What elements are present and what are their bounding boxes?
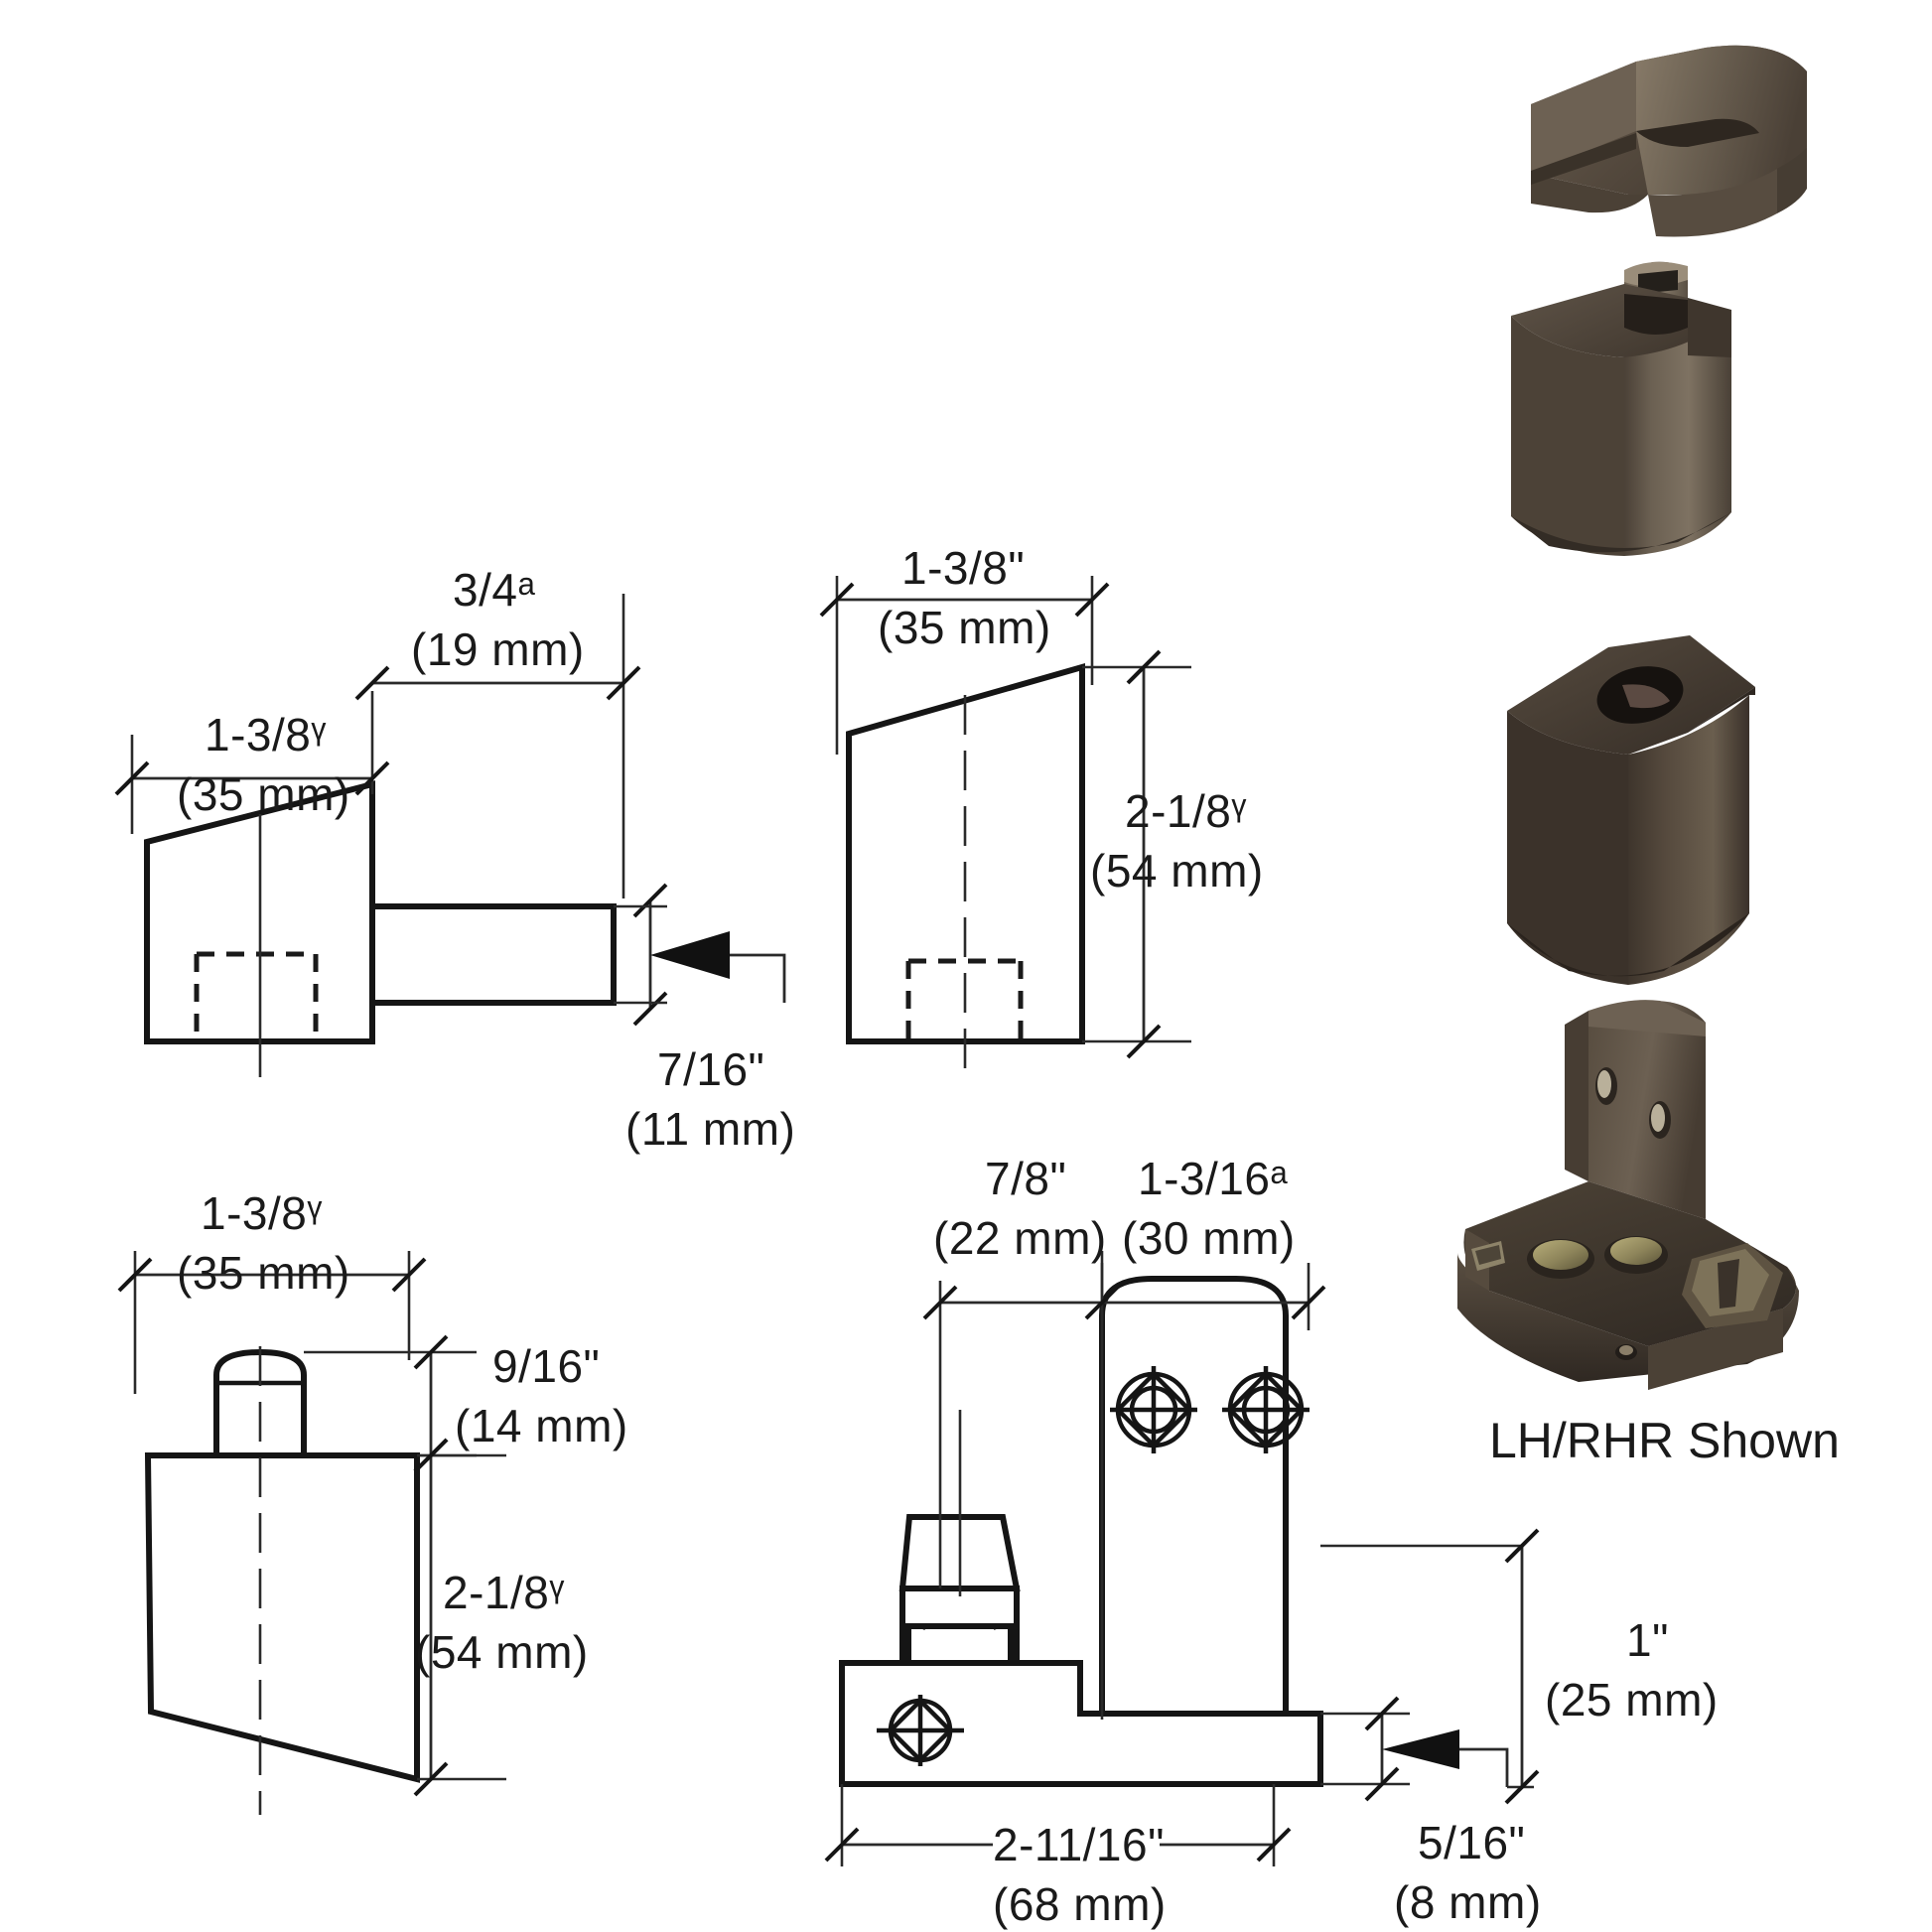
view-top-middle-front	[819, 576, 1191, 1082]
dim-tm-height-metric: (54 mm)	[1090, 845, 1264, 897]
dim-tm-width-metric: (35 mm)	[878, 602, 1051, 653]
tm-hidden-bore	[905, 958, 1024, 1041]
bl-body-outline	[144, 1452, 420, 1783]
tl-arrowhead	[650, 931, 730, 979]
dim-tl-pin-metric: (11 mm)	[625, 1103, 795, 1155]
dim-br-height-metric: (25 mm)	[1545, 1674, 1719, 1725]
dim-tl-width-left-inch: 1-3/8ᵞ	[205, 709, 327, 760]
tl-hidden-bore	[194, 951, 319, 1041]
dim-br-height-inch: 1"	[1626, 1614, 1669, 1666]
render-top-pivot-cap	[1531, 45, 1807, 237]
br-nut-flats	[903, 1623, 1016, 1666]
dim-br-thickness-metric: (8 mm)	[1394, 1876, 1542, 1928]
dim-br-offset-b-inch: 1-3/16ᵃ	[1138, 1153, 1288, 1204]
dim-tl-width-left-metric: (35 mm)	[177, 768, 350, 820]
br-screw-symbol-upper-2	[1222, 1366, 1310, 1453]
br-screw-symbol-left	[877, 1695, 964, 1766]
tl-pin	[369, 903, 617, 1006]
dim-br-offset-a-metric: (22 mm)	[933, 1212, 1107, 1264]
br-nut-flange-sides	[899, 1623, 1020, 1666]
dim-tl-width-right-metric: (19 mm)	[411, 623, 585, 675]
dim-br-offset-a-inch: 7/8"	[985, 1153, 1066, 1204]
view-bottom-left-front	[117, 1251, 506, 1815]
dim-bl-body-inch: 2-1/8ᵞ	[443, 1567, 565, 1618]
dim-br-length-inch: 2-11/16"	[993, 1819, 1165, 1870]
br-blade	[1099, 1276, 1289, 1717]
dim-bl-width-inch: 1-3/8ᵞ	[201, 1187, 323, 1239]
view-top-left-side	[114, 594, 786, 1077]
br-base-plate	[839, 1660, 1323, 1787]
dim-bl-pin-metric: (14 mm)	[455, 1400, 628, 1451]
render-bottom-pivot-assembly	[1457, 1000, 1799, 1390]
dim-tm-height-inch: 2-1/8ᵞ	[1125, 785, 1247, 837]
view-bottom-right-assembly	[824, 1251, 1540, 1866]
dim-tl-width-right-inch: 3/4ᵃ	[453, 564, 535, 616]
dim-br-offset-b-metric: (30 mm)	[1122, 1212, 1296, 1264]
dim-tl-pin-inch: 7/16"	[657, 1043, 764, 1095]
dim-br-length-metric: (68 mm)	[993, 1878, 1167, 1930]
handing-note: LH/RHR Shown	[1489, 1413, 1840, 1468]
br-thk-leader	[1459, 1747, 1509, 1787]
dim-bl-width-metric: (35 mm)	[177, 1247, 350, 1299]
dim-br-thickness-inch: 5/16"	[1418, 1817, 1525, 1868]
tl-leader	[730, 953, 786, 1003]
br-screw-symbol-upper-1	[1110, 1366, 1197, 1453]
render-intermediate-pivot-body	[1507, 635, 1755, 985]
dim-bl-body-metric: (54 mm)	[415, 1626, 589, 1678]
br-boss-flange	[899, 1586, 1020, 1629]
br-nut-lower	[905, 1623, 1014, 1666]
dim-bl-pin-inch: 9/16"	[492, 1340, 600, 1392]
br-thk-arrowhead	[1382, 1729, 1459, 1769]
dim-tm-width-inch: 1-3/8"	[901, 542, 1025, 594]
render-top-pivot-body	[1511, 261, 1731, 556]
